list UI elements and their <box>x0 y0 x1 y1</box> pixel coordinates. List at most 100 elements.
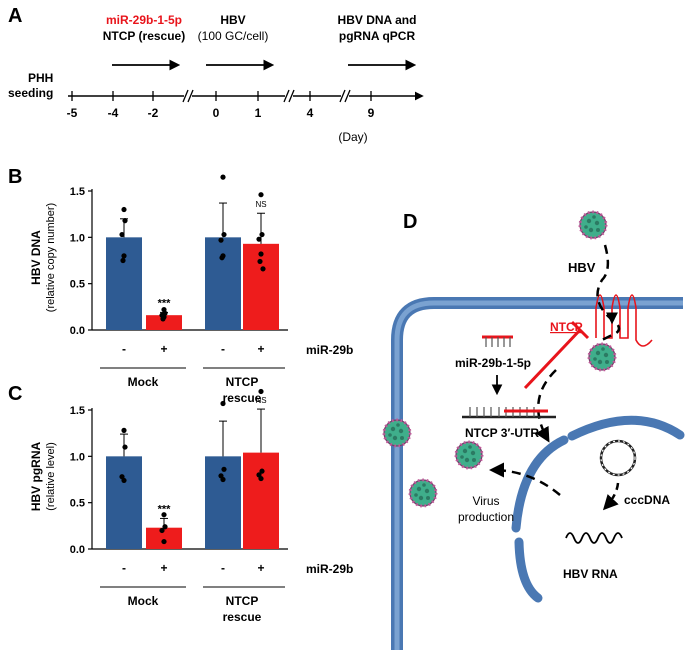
virus-production-line2: production <box>458 510 514 524</box>
hbv-rna-wave <box>565 532 623 544</box>
y-tick-label: 0.5 <box>70 498 85 510</box>
step1-line1: miR-29b-1-5p <box>106 13 182 27</box>
hbv-virion <box>454 440 484 470</box>
data-point <box>218 237 224 243</box>
group-label: rescue <box>223 391 262 405</box>
day-unit: (Day) <box>338 130 367 144</box>
ntcp-receptor <box>595 294 653 347</box>
tick-label: -4 <box>108 106 119 120</box>
data-point <box>220 400 226 407</box>
tick-label: 0 <box>213 106 220 120</box>
trafficking-path <box>535 369 557 443</box>
factor-label: miR-29b <box>306 343 353 357</box>
y-axis-sublabel: (relative level) <box>45 442 57 510</box>
y-tick-label: 1.5 <box>70 405 85 417</box>
hbv-virion <box>587 342 617 372</box>
tick-label: -5 <box>67 106 78 120</box>
seeding-label-1: PHH <box>28 71 53 85</box>
seeding-label-2: seeding <box>8 86 53 100</box>
y-axis-label: HBV DNA <box>29 230 43 285</box>
data-point <box>257 258 263 265</box>
data-point <box>259 468 265 474</box>
cccdna-beads <box>600 440 636 476</box>
tick-label: -2 <box>148 106 159 120</box>
data-point <box>160 316 166 322</box>
panel-d: D HBV NTCP miR <box>382 210 685 650</box>
step3-line2: pgRNA qPCR <box>339 29 416 43</box>
data-point <box>121 477 127 484</box>
bar <box>205 456 241 549</box>
data-point <box>258 192 264 198</box>
hbv-virion <box>408 478 438 508</box>
data-point <box>258 251 264 257</box>
data-point <box>220 174 226 180</box>
data-point <box>159 527 165 534</box>
data-point <box>121 253 127 259</box>
bar <box>205 237 241 330</box>
bar <box>146 315 182 330</box>
panel-a-letter: A <box>8 5 22 27</box>
group-label: NTCP <box>226 375 259 389</box>
step2-line1: HBV <box>220 13 245 27</box>
significance-label: *** <box>158 503 172 515</box>
category-label: - <box>221 342 225 356</box>
cell-membrane-inner <box>394 300 683 650</box>
group-label: Mock <box>128 375 159 389</box>
y-tick-label: 0.0 <box>70 325 85 337</box>
tick-label: 1 <box>255 106 262 120</box>
y-tick-label: 1.0 <box>70 232 85 244</box>
mirna-teeth <box>485 337 511 347</box>
data-point <box>219 255 225 261</box>
data-point <box>122 444 128 450</box>
tick-label: 4 <box>307 106 314 120</box>
cccdna-label: cccDNA <box>624 493 670 507</box>
panel-c-letter: C <box>8 383 22 405</box>
step3-line1: HBV DNA and <box>338 13 417 27</box>
y-tick-label: 0.0 <box>70 544 85 556</box>
significance-label: NS <box>255 200 266 209</box>
panel-a: A miR-29b-1-5p NTCP (rescue) HBV (100 GC… <box>8 5 424 144</box>
utr-label: NTCP 3′-UTR <box>465 426 539 440</box>
hbv-virion <box>382 418 412 448</box>
group-label: Mock <box>128 594 159 608</box>
significance-label: *** <box>158 297 172 309</box>
data-point <box>258 388 264 395</box>
y-tick-label: 1.5 <box>70 186 85 198</box>
significance-label: NS <box>255 396 266 405</box>
nuclear-envelope-bottom <box>514 537 543 603</box>
data-point <box>221 231 227 238</box>
y-tick-label: 0.5 <box>70 279 85 291</box>
entry-path <box>596 244 621 342</box>
data-point <box>120 257 126 264</box>
hbv-label: HBV <box>568 260 596 275</box>
panel-b-letter: B <box>8 166 22 188</box>
bar <box>106 456 142 549</box>
data-point <box>260 266 266 272</box>
y-axis-label: HBV pgRNA <box>29 442 43 512</box>
group-label: NTCP <box>226 594 259 608</box>
bar <box>243 243 279 330</box>
cccdna-to-rna-path <box>602 482 620 511</box>
bar <box>106 237 142 330</box>
panel-d-letter: D <box>403 211 417 233</box>
data-point <box>259 231 265 238</box>
group-label: rescue <box>223 610 262 624</box>
tick-label: 9 <box>368 106 375 120</box>
virus-production-line1: Virus <box>472 494 499 508</box>
data-point <box>258 475 264 482</box>
y-axis-sublabel: (relative copy number) <box>45 203 57 312</box>
hbv-rna-label: HBV RNA <box>563 567 618 581</box>
inhibition-line <box>523 328 582 390</box>
data-point <box>119 231 125 238</box>
data-point <box>161 512 167 518</box>
nuclear-envelope-left <box>511 435 569 533</box>
data-point <box>121 206 127 213</box>
mirna-label: miR-29b-1-5p <box>455 356 531 370</box>
category-label: - <box>122 561 126 575</box>
category-label: - <box>122 342 126 356</box>
category-label: + <box>160 561 167 575</box>
data-point <box>221 466 227 472</box>
